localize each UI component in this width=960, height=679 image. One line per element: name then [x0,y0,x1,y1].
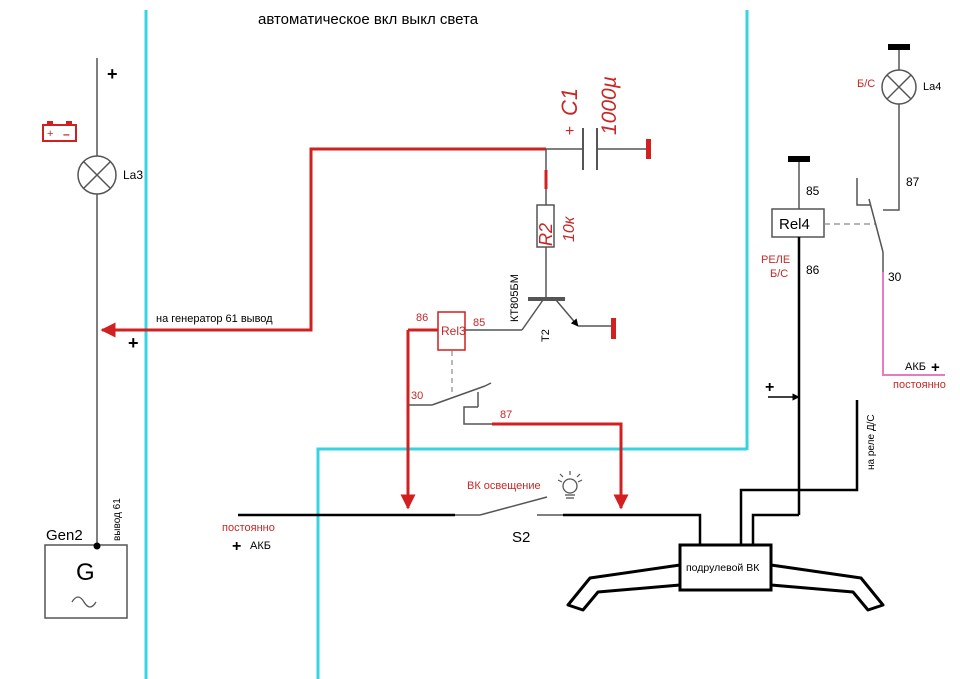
c1-plus: + [565,123,574,140]
c1-ground-icon [646,139,651,159]
rel3-switch-blade [431,385,486,406]
la4-87-wire [883,104,900,211]
diagram-title: автоматическое вкл выкл света [258,11,479,28]
generator-wire [100,147,546,338]
lamp-la3-icon [77,155,117,195]
generator-box [44,544,128,619]
transistor-type: КТ805БМ [509,274,521,322]
lightbulb-icon [557,471,583,499]
gen-letter: G [76,559,95,586]
vk-lighting-label: ВК освещение [467,480,541,492]
stalk-left [566,563,682,612]
svg-text:–: – [63,127,70,141]
generator-wire-label: на генератор 61 вывод [156,313,273,325]
relay-bs-line2: Б/С [770,268,788,280]
lamp-la4-icon [881,69,917,105]
rel4-pin-86: 86 [806,263,820,277]
gen-name: Gen2 [46,527,83,544]
constant-feed [882,272,945,376]
t2-collector [521,299,544,331]
rel4-pin-30: 30 [888,270,902,284]
plus-top: + [107,64,118,84]
rel4-switch-blade [868,198,884,253]
gen-pin: вывод 61 [112,498,123,541]
akb-left: АКБ [250,540,271,552]
c1-value: 1000µ [598,76,621,135]
constantly-left: постоянно [222,522,275,534]
la3-label: La3 [123,168,143,182]
c1-label: C1 [557,88,582,116]
stalk-right [769,563,885,612]
t2-label: T2 [540,329,552,342]
rel3-pin-86: 86 [416,312,428,324]
rel3-87-drop [463,406,492,425]
rel3-box [437,311,466,351]
rel4-pin-87: 87 [906,175,920,189]
r2-value: 10к [561,215,578,242]
ac-wave-icon [71,596,97,608]
s2-blade [479,496,548,516]
plus-vk: + [765,379,774,396]
steering-switch-label: подрулевой ВК [686,562,760,574]
bus-right [563,513,702,545]
la4-ground-icon [888,44,910,50]
battery-icon: + – [42,121,77,142]
relay-bs-line1: РЕЛЕ [761,254,790,266]
to-ds-relay: на реле Д/С [866,414,877,470]
t2-emitter [555,299,579,327]
akb-right: АКБ [905,361,926,373]
bs-lamp-label: Б/С [857,78,875,90]
rel3-label: Rel3 [441,324,466,338]
rel4-pin-85: 85 [806,184,820,198]
rel3-pin-30: 30 [411,390,423,402]
rel3-87-wire [492,422,629,510]
rel3-pin-87: 87 [500,409,512,421]
t2-ground-icon [611,318,616,339]
constantly-right: постоянно [893,379,946,391]
la4-label: La4 [923,81,941,93]
steering-switch-box [678,543,773,592]
r2-label: R2 [536,223,556,246]
plus-left-akb: + [232,538,241,555]
ds-feed [739,400,859,545]
gen-terminal [93,542,101,550]
rel4-ground-icon [788,156,810,162]
rel3-pin-85: 85 [473,317,485,329]
plus-mid: + [128,333,139,353]
plus-right-akb: + [931,359,940,376]
svg-text:+: + [47,128,53,140]
s2-label: S2 [512,529,530,546]
rel4-label: Rel4 [779,216,810,233]
bs-feed [751,513,799,545]
rel4-87-stub [856,178,871,206]
rel3-switch-tip [484,382,492,387]
divider-bottom [316,447,747,679]
